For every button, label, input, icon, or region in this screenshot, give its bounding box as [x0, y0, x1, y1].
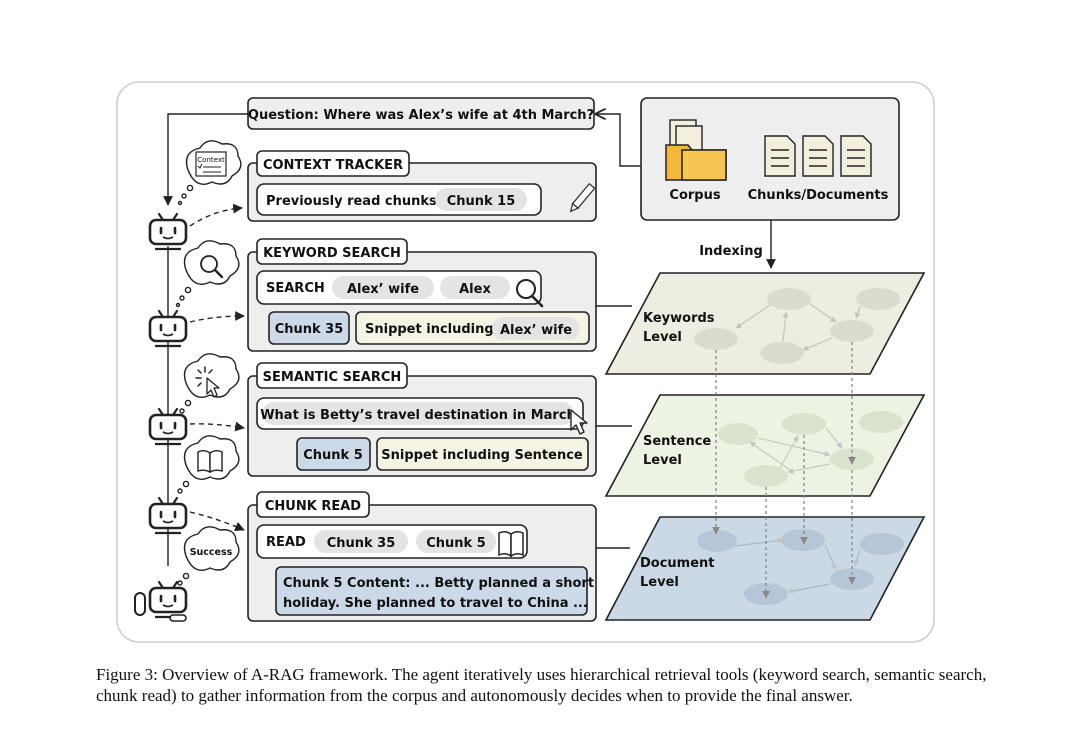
keyword-snippet-term: Alex’ wife	[500, 323, 572, 338]
indexing-label: Indexing	[699, 244, 763, 259]
semantic-snippet: Snippet including Sentence	[381, 448, 583, 463]
magnifier-icon	[516, 279, 544, 308]
semantic-query: What is Betty’s travel destination in Ma…	[260, 408, 576, 423]
document-level-label-2: Level	[640, 575, 679, 590]
svg-text:Context: Context	[197, 156, 225, 164]
context-tracker-title: CONTEXT TRACKER	[263, 158, 403, 173]
question-to-agent-arrow	[163, 113, 248, 206]
keyword-search-panel: KEYWORD SEARCH SEARCH Alex’ wife Alex Ch…	[247, 238, 597, 352]
pencil-icon	[569, 182, 596, 213]
keyword-snippet-label: Snippet including	[365, 322, 494, 337]
read-chunk-chip-2: Chunk 5	[426, 536, 486, 551]
document-level-plane: Document Level	[604, 516, 926, 621]
context-note-icon: Context	[195, 151, 227, 177]
context-chunk-chip: Chunk 15	[447, 194, 516, 209]
keyword-search-title: KEYWORD SEARCH	[263, 246, 401, 261]
keywords-level-label-2: Level	[643, 330, 682, 345]
agent-to-tool-arrows	[189, 203, 245, 532]
level-link-lines	[712, 342, 856, 599]
corpus-to-question-arrow	[596, 114, 641, 167]
sentence-level-plane: Sentence Level	[604, 394, 926, 497]
book-icon	[197, 450, 223, 474]
semantic-result-chunk: Chunk 5	[303, 448, 363, 463]
cursor-icon	[195, 366, 220, 398]
robot-icon	[134, 212, 188, 622]
semantic-search-title: SEMANTIC SEARCH	[263, 370, 402, 385]
keyword-result-chunk: Chunk 35	[275, 322, 344, 337]
keyword-chip-2: Alex	[459, 282, 491, 297]
semantic-search-panel: SEMANTIC SEARCH What is Betty’s travel d…	[247, 362, 597, 477]
chunk-read-panel: CHUNK READ READ Chunk 35 Chunk 5 Chunk 5…	[247, 491, 597, 622]
corpus-label: Corpus	[669, 188, 720, 203]
document-icon	[764, 135, 872, 177]
previously-read-label: Previously read chunks	[266, 194, 437, 209]
sentence-level-label-1: Sentence	[643, 434, 711, 449]
context-tracker-panel: CONTEXT TRACKER Previously read chunks C…	[247, 150, 597, 222]
chunk-read-title: CHUNK READ	[265, 499, 361, 514]
success-label: Success	[190, 547, 233, 558]
figure-caption: Figure 3: Overview of A-RAG framework. T…	[96, 665, 987, 705]
search-action-label: SEARCH	[266, 281, 325, 296]
question-text: Question: Where was Alex’s wife at 4th M…	[248, 108, 594, 123]
magnifier-icon	[200, 255, 224, 279]
keyword-chip-1: Alex’ wife	[347, 282, 419, 297]
chunk-content-line-1: Chunk 5 Content: ... Betty planned a sho…	[283, 576, 594, 591]
chunk-content-line-2: holiday. She planned to travel to China …	[283, 596, 588, 611]
keywords-level-label-1: Keywords	[643, 311, 715, 326]
sentence-level-label-2: Level	[643, 453, 682, 468]
corpus-panel: Corpus Chunks/Documents	[640, 97, 900, 221]
read-chunk-chip-1: Chunk 35	[327, 536, 396, 551]
cursor-icon	[570, 409, 588, 435]
chunks-documents-label: Chunks/Documents	[748, 188, 889, 203]
document-level-label-1: Document	[640, 556, 715, 571]
folder-icon	[665, 119, 727, 181]
book-icon	[498, 530, 524, 558]
keywords-level-plane: Keywords Level	[604, 272, 926, 375]
panel-plane-connectors	[596, 305, 632, 549]
read-action-label: READ	[266, 535, 306, 550]
